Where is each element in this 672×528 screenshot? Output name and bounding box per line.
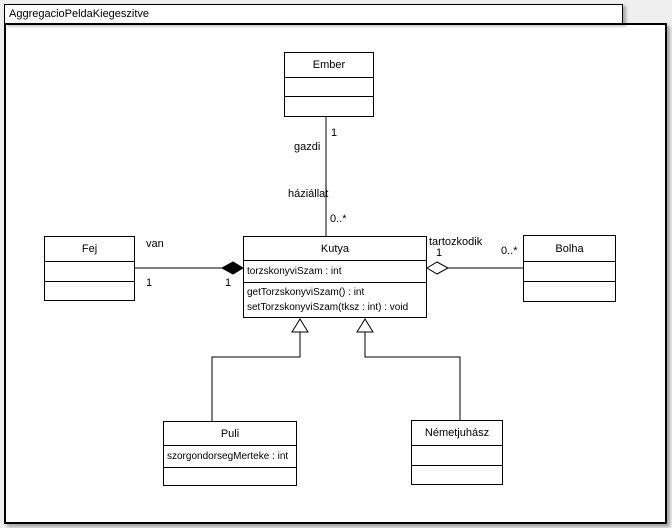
- class-kutya-methods: getTorzskonyviSzam() : int setTorzskonyv…: [244, 282, 426, 317]
- class-nemetjuhasz-attributes: [412, 445, 502, 465]
- role-gazdi: gazdi: [294, 141, 321, 153]
- class-kutya-attributes: torzskonyviSzam : int: [244, 260, 426, 282]
- class-nemetjuhasz-name: Németjuhász: [424, 427, 490, 439]
- association-label-van: van: [146, 238, 164, 250]
- class-fej-methods: [45, 281, 134, 300]
- class-fej[interactable]: Fej: [44, 236, 135, 301]
- class-ember-methods: [285, 96, 373, 116]
- class-puli[interactable]: Puli szorgondorsegMerteke : int: [163, 421, 297, 486]
- class-ember[interactable]: Ember: [284, 52, 374, 117]
- attribute: torzskonyviSzam : int: [247, 266, 342, 277]
- class-fej-attributes: [45, 261, 134, 281]
- class-bolha-attributes: [524, 261, 615, 281]
- multiplicity-kutya-left: 1: [225, 277, 232, 289]
- class-bolha-name: Bolha: [555, 242, 584, 255]
- class-fej-name: Fej: [81, 243, 98, 255]
- class-ember-name: Ember: [312, 59, 346, 71]
- class-nemetjuhasz[interactable]: Németjuhász: [411, 420, 503, 485]
- class-kutya-name: Kutya: [320, 242, 350, 255]
- class-puli-methods: [164, 467, 296, 485]
- attribute: szorgondorsegMerteke : int: [167, 451, 289, 462]
- role-haziallat: háziállat: [288, 188, 329, 200]
- diagram-title: AggregacioPeldaKiegeszitve: [9, 8, 150, 20]
- association-label-tartozkodik: tartozkodik: [429, 236, 483, 248]
- class-puli-name: Puli: [220, 427, 240, 440]
- class-ember-attributes: [285, 77, 373, 96]
- multiplicity-kutya-right: 1: [436, 247, 443, 259]
- multiplicity-fej: 1: [146, 277, 153, 289]
- multiplicity-kutya-top: 0..*: [330, 213, 347, 225]
- class-bolha[interactable]: Bolha: [523, 235, 616, 302]
- method: getTorzskonyviSzam() : int: [247, 287, 365, 298]
- class-bolha-methods: [524, 281, 615, 301]
- multiplicity-bolha: 0..*: [501, 245, 518, 257]
- method: setTorzskonyviSzam(tksz : int) : void: [247, 302, 409, 313]
- class-nemetjuhasz-methods: [412, 465, 502, 484]
- class-puli-attributes: szorgondorsegMerteke : int: [164, 445, 296, 467]
- diagram-window-tab[interactable]: AggregacioPeldaKiegeszitve: [4, 4, 623, 24]
- class-kutya[interactable]: Kutya torzskonyviSzam : int getTorzskony…: [243, 236, 427, 318]
- multiplicity-ember: 1: [331, 127, 338, 139]
